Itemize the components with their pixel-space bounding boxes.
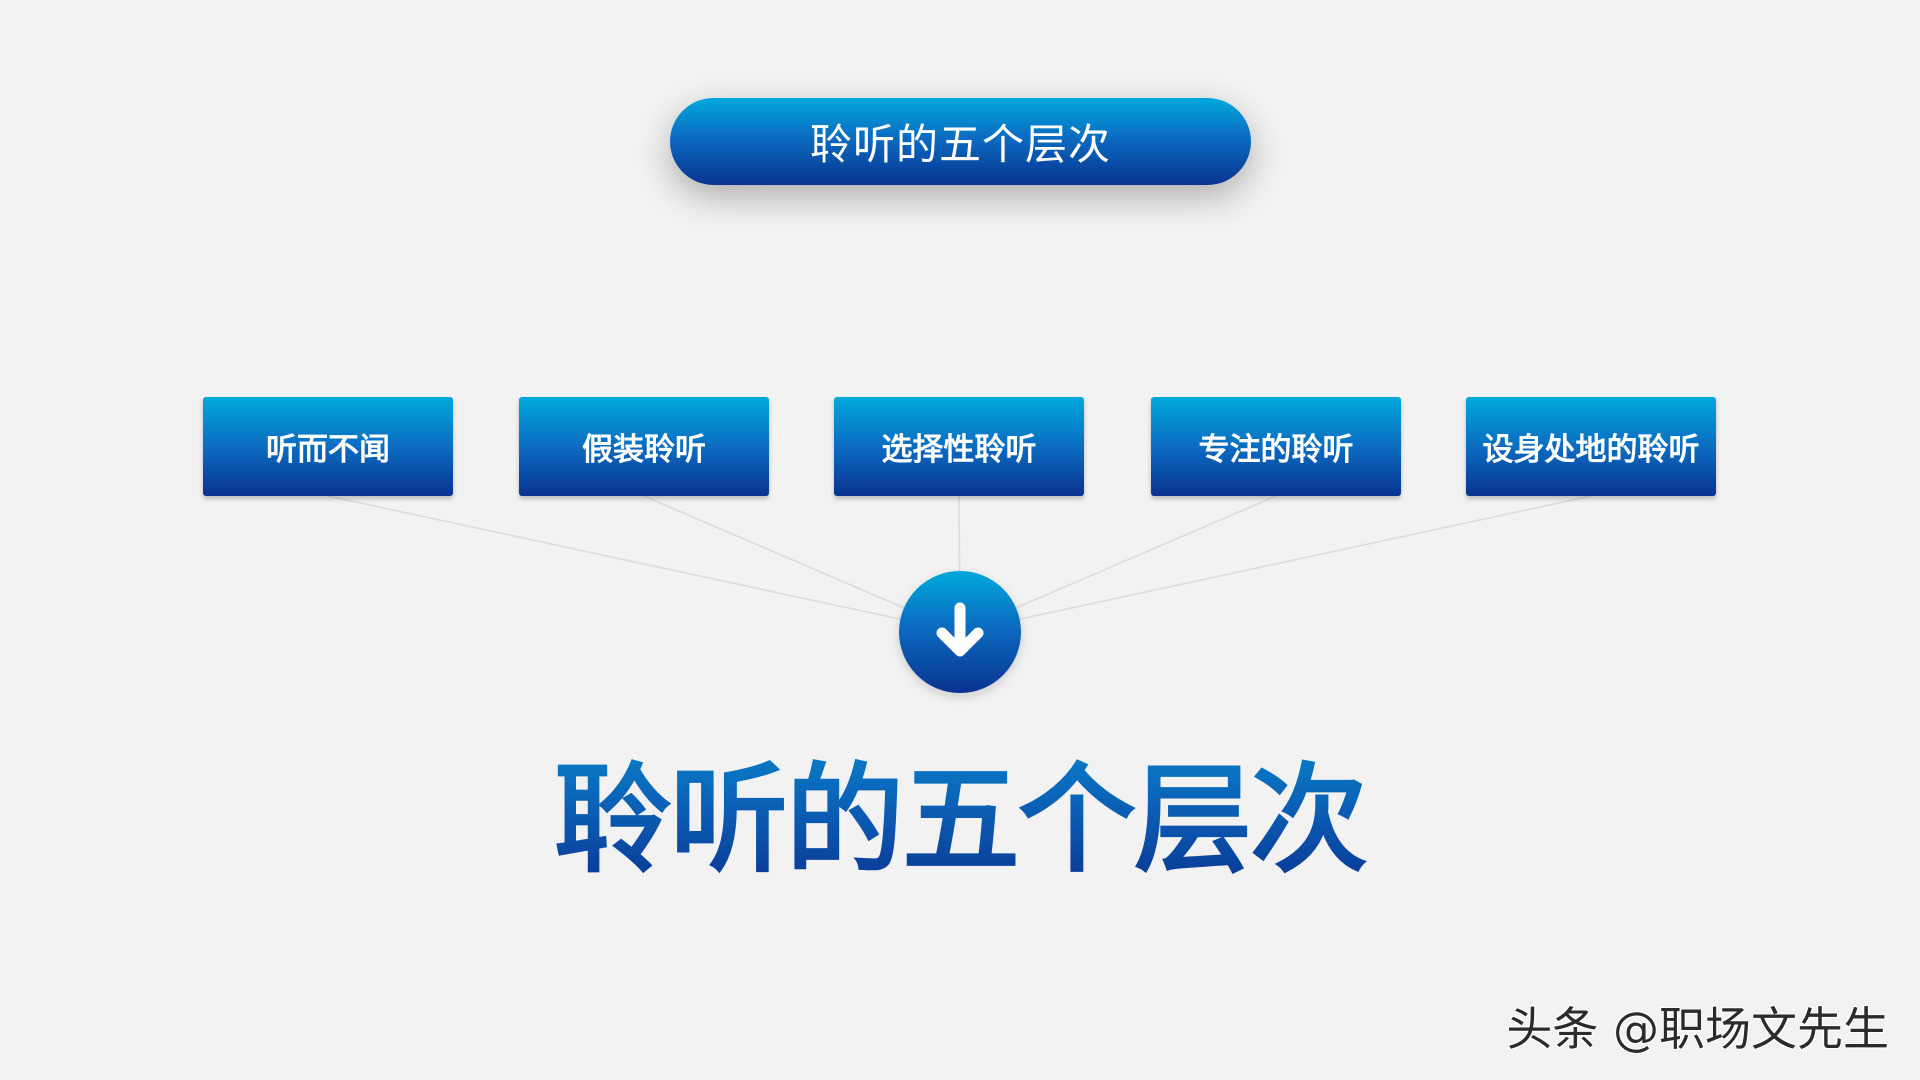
arrow-circle xyxy=(899,571,1021,693)
level-label-5: 设身处地的聆听 xyxy=(1482,432,1700,468)
level-label-4: 专注的聆听 xyxy=(1198,432,1354,468)
connector-line-1 xyxy=(327,495,961,633)
level-box-4: 专注的聆听 xyxy=(1151,397,1401,496)
level-box-3: 选择性聆听 xyxy=(834,397,1084,496)
watermark: 头条 @职场文先生 xyxy=(1506,1002,1889,1056)
connector-line-5 xyxy=(959,495,1592,633)
level-box-2: 假装聆听 xyxy=(519,397,769,496)
level-label-2: 假装聆听 xyxy=(582,432,706,468)
level-label-3: 选择性聆听 xyxy=(881,432,1037,468)
header-title: 聆听的五个层次 xyxy=(809,120,1111,169)
main-title: 聆听的五个层次 xyxy=(0,745,1920,895)
level-label-1: 听而不闻 xyxy=(266,432,390,468)
level-box-1: 听而不闻 xyxy=(203,397,453,496)
level-box-5: 设身处地的聆听 xyxy=(1466,397,1716,496)
arrow-down-icon xyxy=(936,602,984,657)
header-title-pill: 聆听的五个层次 xyxy=(670,98,1251,185)
